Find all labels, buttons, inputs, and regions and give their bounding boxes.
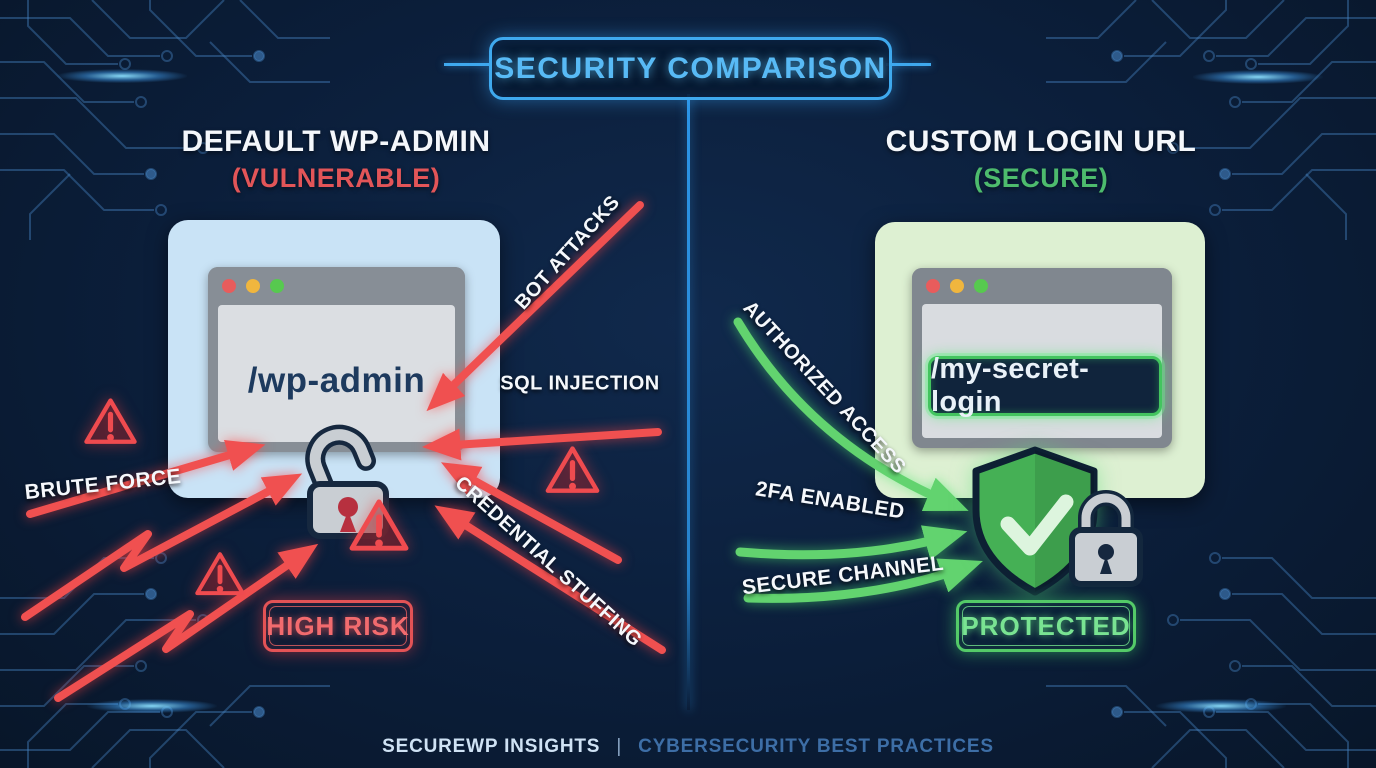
warning-triangle-icon xyxy=(349,499,409,551)
benefit-arrow-2fa xyxy=(735,525,968,561)
attack-arrow-credential-1 xyxy=(440,462,622,564)
window-dot-red xyxy=(222,279,236,293)
secret-url-text: /my-secret-login xyxy=(931,353,1090,418)
lock-closed-icon xyxy=(1069,490,1143,587)
center-divider-line xyxy=(687,94,690,710)
secret-url-box: /my-secret-login xyxy=(928,353,1162,418)
attack-arrow-brute-bolt xyxy=(21,473,303,621)
high-risk-badge: HIGH RISK xyxy=(263,600,413,652)
secure-card: /my-secret-login xyxy=(875,222,1205,498)
window-dot-red xyxy=(926,279,940,293)
window-dot-green xyxy=(270,279,284,293)
attack-arrow-sql xyxy=(422,428,662,461)
browser-titlebar xyxy=(912,268,1172,304)
vulnerable-card: /wp-admin xyxy=(168,220,500,498)
browser-window-wp-admin: /wp-admin xyxy=(208,267,465,452)
circuit-pattern-bottom-right xyxy=(1046,552,1376,768)
left-column-subheading: (VULNERABLE) xyxy=(231,163,441,193)
window-dot-yellow xyxy=(246,279,260,293)
attack-arrow-credential-2 xyxy=(434,505,666,654)
benefit-arrow-authorized xyxy=(733,317,969,511)
browser-window-custom-login: /my-secret-login xyxy=(912,268,1172,448)
footer-tagline: CYBERSECURITY BEST PRACTICES xyxy=(638,736,994,757)
left-column-heading: DEFAULT WP-ADMIN xyxy=(181,125,491,158)
window-dot-green xyxy=(974,279,988,293)
browser-body: /wp-admin xyxy=(218,305,455,442)
title-badge: SECURITY COMPARISON xyxy=(489,37,892,100)
protected-badge: PROTECTED xyxy=(956,600,1136,652)
benefit-arrow-secure-channel xyxy=(743,558,983,603)
footer-brand: SECUREWP INSIGHTS xyxy=(382,736,601,757)
high-risk-label: HIGH RISK xyxy=(266,610,410,641)
attack-arrow-bolt-2 xyxy=(54,543,319,702)
badge-connector-right xyxy=(886,63,931,66)
warning-triangle-icon xyxy=(195,552,245,596)
page-title: SECURITY COMPARISON xyxy=(494,51,887,85)
warning-triangle-icon xyxy=(545,446,600,493)
attack-arrow-bot xyxy=(426,201,644,412)
warning-triangle-icon xyxy=(84,398,137,444)
right-column-subheading: (SECURE) xyxy=(973,163,1109,193)
threat-label-sql-injection: SQL INJECTION xyxy=(500,372,660,395)
browser-titlebar xyxy=(208,267,465,305)
footer-separator: | xyxy=(616,736,623,757)
badge-connector-left xyxy=(444,63,489,66)
protected-label: PROTECTED xyxy=(961,610,1131,641)
wp-admin-url-text: /wp-admin xyxy=(247,360,426,400)
footer: SECUREWP INSIGHTS | CYBERSECURITY BEST P… xyxy=(0,736,1376,758)
right-column-heading: CUSTOM LOGIN URL xyxy=(885,125,1197,158)
window-dot-yellow xyxy=(950,279,964,293)
attack-arrow-brute-straight xyxy=(26,440,266,518)
